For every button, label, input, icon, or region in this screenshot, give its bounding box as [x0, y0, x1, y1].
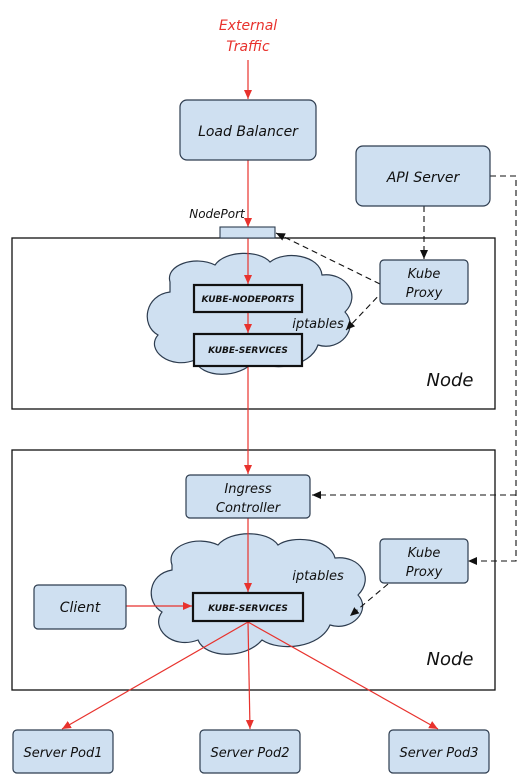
server-pod1-label: Server Pod1	[23, 746, 102, 761]
server-pod1-box[interactable]	[12, 729, 114, 774]
iptables-label-node1: iptables	[292, 317, 344, 332]
client-box[interactable]	[33, 584, 127, 630]
kube-services-box-node1[interactable]	[192, 332, 304, 368]
ingress-controller-box[interactable]	[185, 474, 311, 519]
server-pod3-label: Server Pod3	[399, 746, 478, 761]
client-label: Client	[60, 600, 101, 616]
kube-nodeports-box[interactable]	[192, 283, 304, 314]
iptables-label-node2: iptables	[292, 569, 344, 584]
kube-proxy-label-node1-line1: Kube	[408, 267, 441, 282]
kube-proxy-label-node2-line2: Proxy	[406, 565, 443, 580]
server-pod2-box[interactable]	[199, 729, 301, 774]
kube-proxy-box-node2[interactable]	[379, 538, 469, 584]
api-server-label: API Server	[386, 170, 461, 186]
kube-services-label-node1: KUBE-SERVICES	[208, 346, 288, 356]
dashed-api-right-route	[468, 175, 517, 565]
arrow-to-pod1	[61, 621, 249, 730]
node-label-1: Node	[427, 370, 474, 391]
server-pod3-box[interactable]	[388, 729, 490, 774]
kube-proxy-box-node1[interactable]	[379, 259, 469, 305]
server-pod2-label: Server Pod2	[210, 746, 289, 761]
dashed-proxy1-to-iptables	[345, 289, 385, 331]
kube-services-label-node2: KUBE-SERVICES	[208, 604, 288, 614]
nodeport-box[interactable]	[219, 226, 276, 239]
node2-container	[11, 449, 496, 691]
nodeport-label: NodePort	[189, 207, 246, 221]
arrow-to-pod2	[245, 621, 254, 730]
api-server-box[interactable]	[355, 145, 491, 207]
node-label-2: Node	[427, 649, 474, 670]
ingress-controller-label-line1: Ingress	[224, 482, 271, 497]
kube-services-box-node2[interactable]	[191, 591, 305, 623]
dashed-proxy2-to-iptables	[349, 583, 389, 617]
load-balancer-label: Load Balancer	[198, 124, 299, 140]
external-traffic-label-line1: External	[219, 18, 277, 34]
kube-proxy-label-node1-line2: Proxy	[406, 286, 443, 301]
ingress-controller-label-line2: Controller	[216, 501, 282, 516]
arrow-to-pod3	[247, 621, 439, 730]
kube-proxy-label-node2-line1: Kube	[408, 546, 441, 561]
external-traffic-label-line2: Traffic	[226, 39, 270, 55]
load-balancer-box[interactable]	[179, 99, 317, 161]
kube-nodeports-label: KUBE-NODEPORTS	[202, 295, 295, 305]
